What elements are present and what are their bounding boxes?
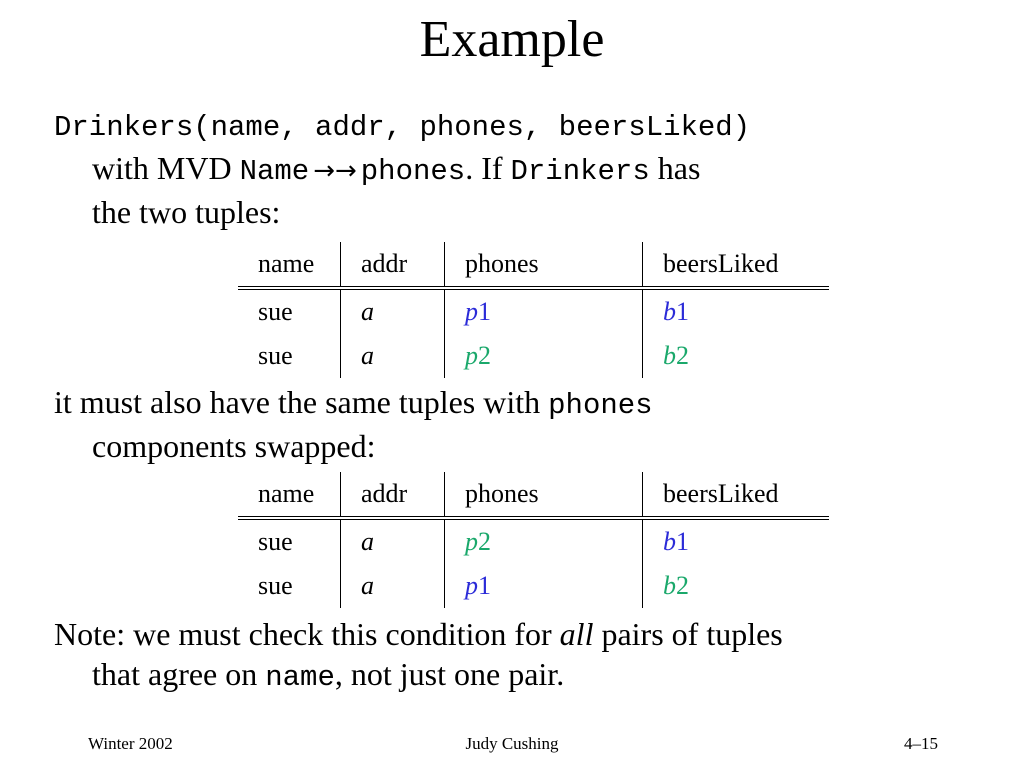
phone-letter: p xyxy=(465,571,478,600)
relation-name: Drinkers xyxy=(510,155,650,188)
multivalued-arrow-icon: →→ xyxy=(313,156,357,186)
paragraph-swap: it must also have the same tuples with p… xyxy=(54,382,653,466)
beer-letter: b xyxy=(663,527,676,556)
phone-letter: p xyxy=(465,341,478,370)
column-header-addr: addr xyxy=(340,242,445,290)
cell-name: sue xyxy=(258,297,293,326)
beer-number: 2 xyxy=(676,571,689,600)
phone-number: 1 xyxy=(478,571,491,600)
cell-phones: p1 xyxy=(444,564,643,608)
cell-name: sue xyxy=(258,571,293,600)
column-header-phones: phones xyxy=(444,472,643,520)
phone-number: 2 xyxy=(478,527,491,556)
column-header-beersliked: beersLiked xyxy=(642,242,829,290)
phones-code: phones xyxy=(548,389,653,422)
phone-letter: p xyxy=(465,297,478,326)
cell-beersliked: b1 xyxy=(642,288,829,334)
cell-addr: a xyxy=(340,518,445,564)
cell-addr: a xyxy=(340,564,445,608)
column-header-addr: addr xyxy=(340,472,445,520)
note-text-b: pairs of tuples xyxy=(593,616,783,652)
name-code: name xyxy=(265,661,335,694)
beer-number: 2 xyxy=(676,341,689,370)
table-row: sue a p1 b1 xyxy=(238,288,829,334)
phone-number: 1 xyxy=(478,297,491,326)
cell-beersliked: b2 xyxy=(642,334,829,378)
note-text-a: Note: we must check this condition for xyxy=(54,616,560,652)
phone-letter: p xyxy=(465,527,478,556)
note-text-d: , not just one pair. xyxy=(334,656,565,692)
beer-number: 1 xyxy=(676,527,689,556)
mvd-lhs: Name xyxy=(239,155,310,188)
paragraph-relation-intro: Drinkers(name, addr, phones, beersLiked)… xyxy=(54,108,750,232)
cell-phones: p2 xyxy=(444,334,643,378)
if-text: . If xyxy=(465,150,511,186)
table-header-row: name addr phones beersLiked xyxy=(238,242,829,290)
column-header-name: name xyxy=(238,472,341,520)
footer-author: Judy Cushing xyxy=(465,734,559,753)
tuples-table-swapped: name addr phones beersLiked sue a p2 b1 … xyxy=(238,472,829,608)
beer-letter: b xyxy=(663,297,676,326)
table-row: sue a p2 b1 xyxy=(238,518,829,564)
slide-title: Example xyxy=(419,11,605,68)
has-text: has xyxy=(649,150,701,186)
column-header-name: name xyxy=(238,242,341,290)
column-header-phones: phones xyxy=(444,242,643,290)
swap-text: it must also have the same tuples with xyxy=(54,384,549,420)
cell-phones: p1 xyxy=(444,288,643,334)
note-line-2: that agree on name, not just one pair. xyxy=(54,654,783,698)
cell-beersliked: b2 xyxy=(642,564,829,608)
tuples-table-original: name addr phones beersLiked sue a p1 b1 … xyxy=(238,242,829,378)
column-header-beersliked: beersLiked xyxy=(642,472,829,520)
beer-letter: b xyxy=(663,341,676,370)
note-line-1: Note: we must check this condition for a… xyxy=(54,614,783,654)
cell-name: sue xyxy=(258,527,293,556)
relation-signature: Drinkers(name, addr, phones, beersLiked) xyxy=(54,111,751,144)
beer-number: 1 xyxy=(676,297,689,326)
table-row: sue a p2 b2 xyxy=(238,334,829,378)
cell-phones: p2 xyxy=(444,518,643,564)
table-header-row: name addr phones beersLiked xyxy=(238,472,829,520)
cell-addr: a xyxy=(340,334,445,378)
with-mvd-text: with MVD xyxy=(92,150,240,186)
two-tuples-text: the two tuples: xyxy=(92,194,281,230)
footer-date: Winter 2002 xyxy=(88,734,173,753)
mvd-rhs: phones xyxy=(360,155,466,188)
note-emphasis-all: all xyxy=(559,616,594,652)
paragraph-note: Note: we must check this condition for a… xyxy=(54,614,783,698)
swap-line-2: components swapped: xyxy=(92,428,376,464)
phone-number: 2 xyxy=(478,341,491,370)
beer-letter: b xyxy=(663,571,676,600)
cell-name: sue xyxy=(258,341,293,370)
cell-beersliked: b1 xyxy=(642,518,829,564)
footer-page-number: 4–15 xyxy=(904,734,938,753)
note-text-c: that agree on xyxy=(92,656,266,692)
mvd-line: with MVD Name→→phones. If Drinkers has xyxy=(54,148,750,192)
table-row: sue a p1 b2 xyxy=(238,564,829,608)
cell-addr: a xyxy=(340,288,445,334)
swap-line-1: it must also have the same tuples with p… xyxy=(54,382,653,426)
